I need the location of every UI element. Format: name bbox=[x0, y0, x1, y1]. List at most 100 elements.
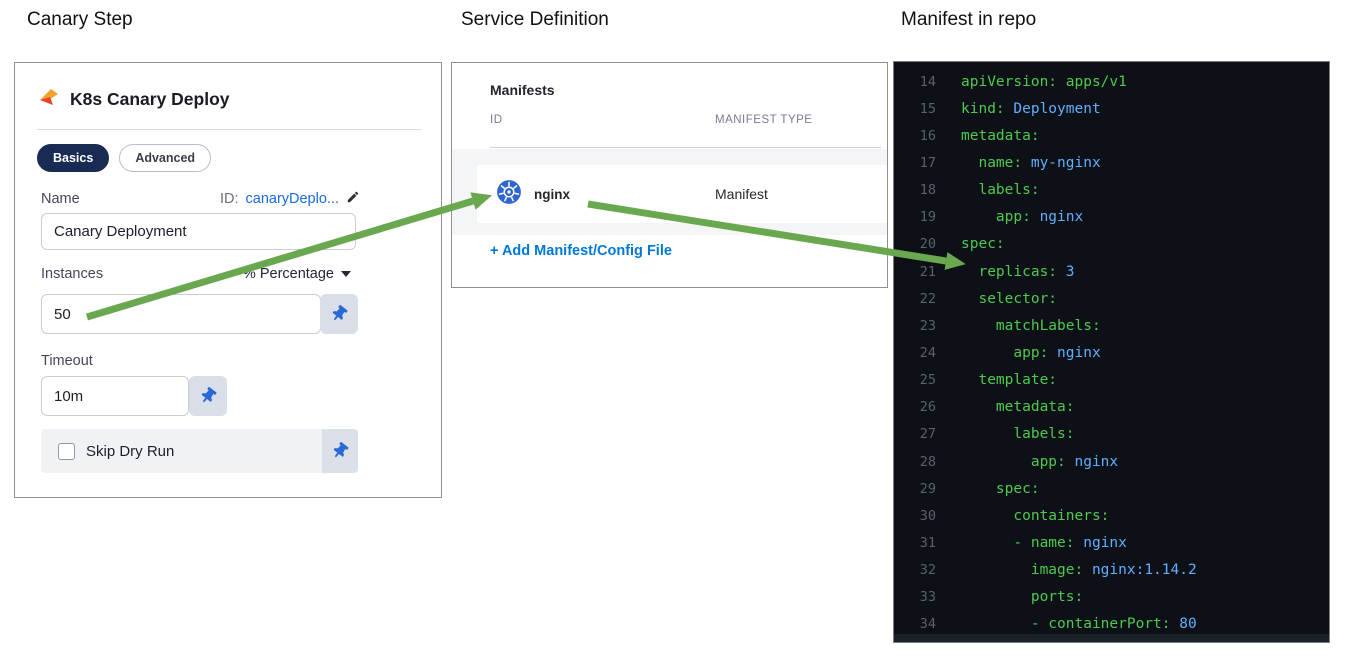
code-text: ports: bbox=[961, 589, 1084, 606]
line-number: 18 bbox=[919, 182, 936, 199]
code-text: metadata: bbox=[961, 399, 1075, 416]
code-text: metadata: bbox=[961, 127, 1040, 144]
line-number: 19 bbox=[919, 209, 936, 226]
pushpin-icon bbox=[333, 441, 349, 458]
timeout-input[interactable]: 10m bbox=[41, 376, 189, 416]
name-label-row: Name ID: canaryDeplo... bbox=[41, 190, 360, 208]
code-text: matchLabels: bbox=[961, 317, 1101, 334]
edit-pencil-icon[interactable] bbox=[346, 190, 360, 208]
code-line: 24 app: nginx bbox=[894, 339, 1329, 366]
timeout-label: Timeout bbox=[41, 353, 93, 369]
manifest-type-cell: Manifest bbox=[715, 186, 768, 202]
code-text: app: nginx bbox=[961, 209, 1084, 226]
line-number: 16 bbox=[919, 127, 936, 144]
instances-pin-button[interactable] bbox=[320, 294, 358, 334]
tab-advanced[interactable]: Advanced bbox=[119, 144, 212, 172]
code-text: image: nginx:1.14.2 bbox=[961, 562, 1197, 579]
line-number: 34 bbox=[919, 616, 936, 633]
instances-unit-dropdown[interactable]: % Percentage bbox=[243, 266, 351, 282]
code-line: 22 selector: bbox=[894, 285, 1329, 312]
code-line: 19 app: nginx bbox=[894, 204, 1329, 231]
manifest-table-body: nginx Manifest bbox=[452, 149, 887, 235]
canary-bird-icon bbox=[37, 85, 61, 114]
column-header-manifest-type: MANIFEST TYPE bbox=[715, 114, 813, 126]
code-line: 32 image: nginx:1.14.2 bbox=[894, 557, 1329, 584]
table-header-divider bbox=[490, 147, 881, 148]
unit-dropdown-label: % Percentage bbox=[242, 266, 334, 282]
manifest-id-cell: nginx bbox=[534, 186, 570, 202]
code-line: 28 app: nginx bbox=[894, 448, 1329, 475]
kubernetes-icon bbox=[496, 179, 522, 210]
step-title: K8s Canary Deploy bbox=[70, 89, 230, 109]
code-line: 26 metadata: bbox=[894, 394, 1329, 421]
step-id-link[interactable]: canaryDeplo... bbox=[245, 191, 340, 207]
code-line: 27 labels: bbox=[894, 421, 1329, 448]
canary-step-title: Canary Step bbox=[27, 9, 133, 30]
code-text: app: nginx bbox=[961, 453, 1119, 470]
canary-step-panel: K8s Canary Deploy Basics Advanced Name I… bbox=[14, 62, 442, 498]
instances-label: Instances bbox=[41, 266, 104, 282]
code-line: 33 ports: bbox=[894, 584, 1329, 611]
line-number: 30 bbox=[919, 507, 936, 524]
timeout-pin-button[interactable] bbox=[189, 376, 227, 416]
pushpin-icon bbox=[332, 304, 348, 321]
code-line: 29 spec: bbox=[894, 475, 1329, 502]
line-number: 20 bbox=[919, 236, 936, 253]
code-line: 23 matchLabels: bbox=[894, 312, 1329, 339]
line-number: 26 bbox=[919, 399, 936, 416]
instances-input[interactable]: 50 bbox=[41, 294, 321, 334]
chevron-down-icon bbox=[341, 271, 351, 277]
code-line: 34 - containerPort: 80 bbox=[894, 611, 1329, 638]
add-manifest-link[interactable]: + Add Manifest/Config File bbox=[490, 243, 672, 259]
code-line: 21 replicas: 3 bbox=[894, 258, 1329, 285]
code-text: selector: bbox=[961, 290, 1058, 307]
code-text: labels: bbox=[961, 426, 1075, 443]
code-line: 25 template: bbox=[894, 367, 1329, 394]
column-header-id: ID bbox=[490, 114, 503, 126]
step-id-zone: ID: canaryDeplo... bbox=[220, 190, 360, 208]
line-number: 22 bbox=[919, 290, 936, 307]
code-text: - name: nginx bbox=[961, 534, 1127, 551]
code-text: spec: bbox=[961, 480, 1040, 497]
header-divider bbox=[37, 129, 421, 130]
code-line: 17 name: my-nginx bbox=[894, 149, 1329, 176]
manifest-in-repo-title: Manifest in repo bbox=[901, 9, 1037, 30]
pushpin-icon bbox=[201, 386, 217, 403]
service-definition-title: Service Definition bbox=[461, 9, 609, 30]
skip-dry-run-row: Skip Dry Run bbox=[41, 429, 358, 473]
line-number: 29 bbox=[919, 480, 936, 497]
code-line: 31 - name: nginx bbox=[894, 529, 1329, 556]
line-number: 17 bbox=[919, 154, 936, 171]
code-text: - containerPort: 80 bbox=[961, 616, 1197, 633]
service-definition-panel: Manifests ID MANIFEST TYPE bbox=[451, 62, 888, 288]
manifest-row-nginx[interactable]: nginx Manifest bbox=[477, 165, 887, 223]
code-line: 18 labels: bbox=[894, 177, 1329, 204]
skip-dry-run-checkbox[interactable] bbox=[58, 442, 75, 460]
line-number: 25 bbox=[919, 372, 936, 389]
skip-dry-run-pin-button[interactable] bbox=[322, 429, 358, 473]
name-label: Name bbox=[41, 191, 80, 207]
line-number: 33 bbox=[919, 589, 936, 606]
code-line: 15 kind: Deployment bbox=[894, 95, 1329, 122]
tab-basics[interactable]: Basics bbox=[37, 144, 110, 172]
code-text: name: my-nginx bbox=[961, 154, 1101, 171]
name-input[interactable]: Canary Deployment bbox=[41, 213, 356, 250]
manifests-heading: Manifests bbox=[490, 82, 555, 98]
horizontal-scrollbar[interactable] bbox=[894, 634, 1329, 642]
code-text: app: nginx bbox=[961, 344, 1101, 361]
code-text: apiVersion: apps/v1 bbox=[961, 73, 1127, 90]
code-text: kind: Deployment bbox=[961, 100, 1101, 117]
line-number: 27 bbox=[919, 426, 936, 443]
code-text: labels: bbox=[961, 182, 1040, 199]
instances-label-row: Instances % Percentage bbox=[41, 266, 351, 282]
code-line: 30 containers: bbox=[894, 502, 1329, 529]
code-text: template: bbox=[961, 372, 1058, 389]
id-prefix: ID: bbox=[219, 191, 239, 207]
skip-dry-run-label: Skip Dry Run bbox=[86, 442, 175, 460]
line-number: 15 bbox=[919, 100, 936, 117]
